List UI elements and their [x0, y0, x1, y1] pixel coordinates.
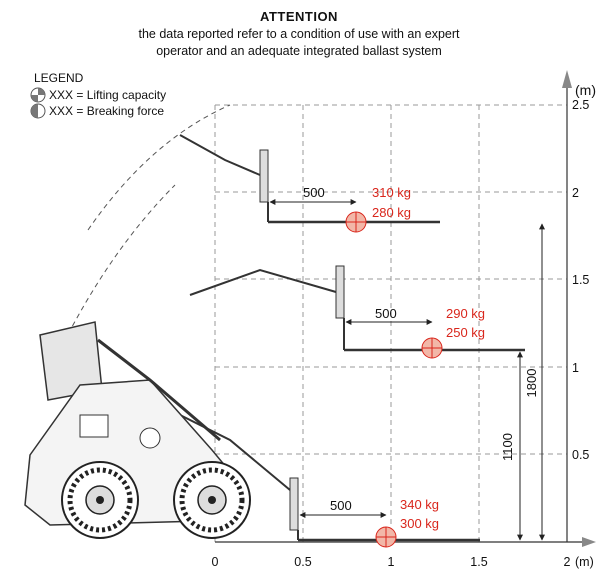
attention-title: ATTENTION: [260, 9, 338, 24]
y-tick-label: 0.5: [572, 448, 589, 462]
operator-icon: [139, 427, 161, 449]
breaking-force-icon: [30, 103, 46, 119]
lift-arm: [97, 338, 221, 442]
height-1800-label: 1800: [524, 369, 539, 398]
x-tick-label: 2: [564, 555, 571, 569]
x-tick-label: 0: [212, 555, 219, 569]
offset-high-label: 500: [303, 185, 325, 200]
wheel-rear-icon: [61, 461, 139, 539]
lifting-capacity-icon: [30, 87, 46, 103]
load-low-breaking: 300 kg: [400, 516, 439, 531]
offset-mid-label: 500: [375, 306, 397, 321]
y-tick-label: 2.5: [572, 98, 589, 112]
y-axis-unit: (m): [575, 82, 596, 98]
x-tick-label: 0.5: [294, 555, 311, 569]
y-tick-labels: 0.5 1 1.5 2 2.5: [572, 98, 589, 462]
x-tick-label: 1: [388, 555, 395, 569]
load-high-lifting: 310 kg: [372, 185, 411, 200]
legend-title: LEGEND: [34, 71, 84, 85]
x-tick-label: 1.5: [470, 555, 487, 569]
height-dimensions: [517, 223, 545, 541]
y-tick-label: 1: [572, 361, 579, 375]
attention-note-line1: the data reported refer to a condition o…: [138, 27, 460, 41]
x-axis-arrow-icon: [582, 537, 596, 547]
legend-lifting: XXX = Lifting capacity: [30, 87, 166, 103]
load-values: 310 kg 280 kg 290 kg 250 kg 340 kg 300 k…: [372, 185, 485, 531]
reach-arc: [59, 184, 176, 351]
y-axis-arrow-icon: [562, 70, 572, 88]
load-marker-high-icon: [345, 211, 367, 233]
offset-low-label: 500: [330, 498, 352, 513]
skid-steer-loader: [24, 321, 251, 539]
y-tick-label: 2: [572, 186, 579, 200]
wheel-front-icon: [173, 461, 251, 539]
reach-arc: [87, 104, 231, 231]
load-marker-mid-icon: [421, 337, 443, 359]
x-tick-labels: 0 0.5 1 1.5 2: [212, 555, 571, 569]
legend-lifting-label: XXX = Lifting capacity: [49, 88, 167, 102]
x-axis-unit: (m): [575, 555, 594, 569]
offset-labels: 500 500 500: [303, 185, 397, 513]
height-1100-label: 1100: [500, 433, 515, 461]
offset-dimensions: [269, 199, 433, 518]
load-mid-breaking: 250 kg: [446, 325, 485, 340]
load-marker-low-icon: [375, 526, 397, 548]
control-panel: [79, 414, 109, 438]
legend-breaking: XXX = Breaking force: [30, 103, 164, 119]
y-tick-label: 1.5: [572, 273, 589, 287]
load-low-lifting: 340 kg: [400, 497, 439, 512]
legend-breaking-label: XXX = Breaking force: [49, 104, 165, 118]
axes: [215, 70, 596, 547]
attention-note-line2: operator and an adequate integrated ball…: [156, 44, 442, 58]
load-mid-lifting: 290 kg: [446, 306, 485, 321]
load-high-breaking: 280 kg: [372, 205, 411, 220]
